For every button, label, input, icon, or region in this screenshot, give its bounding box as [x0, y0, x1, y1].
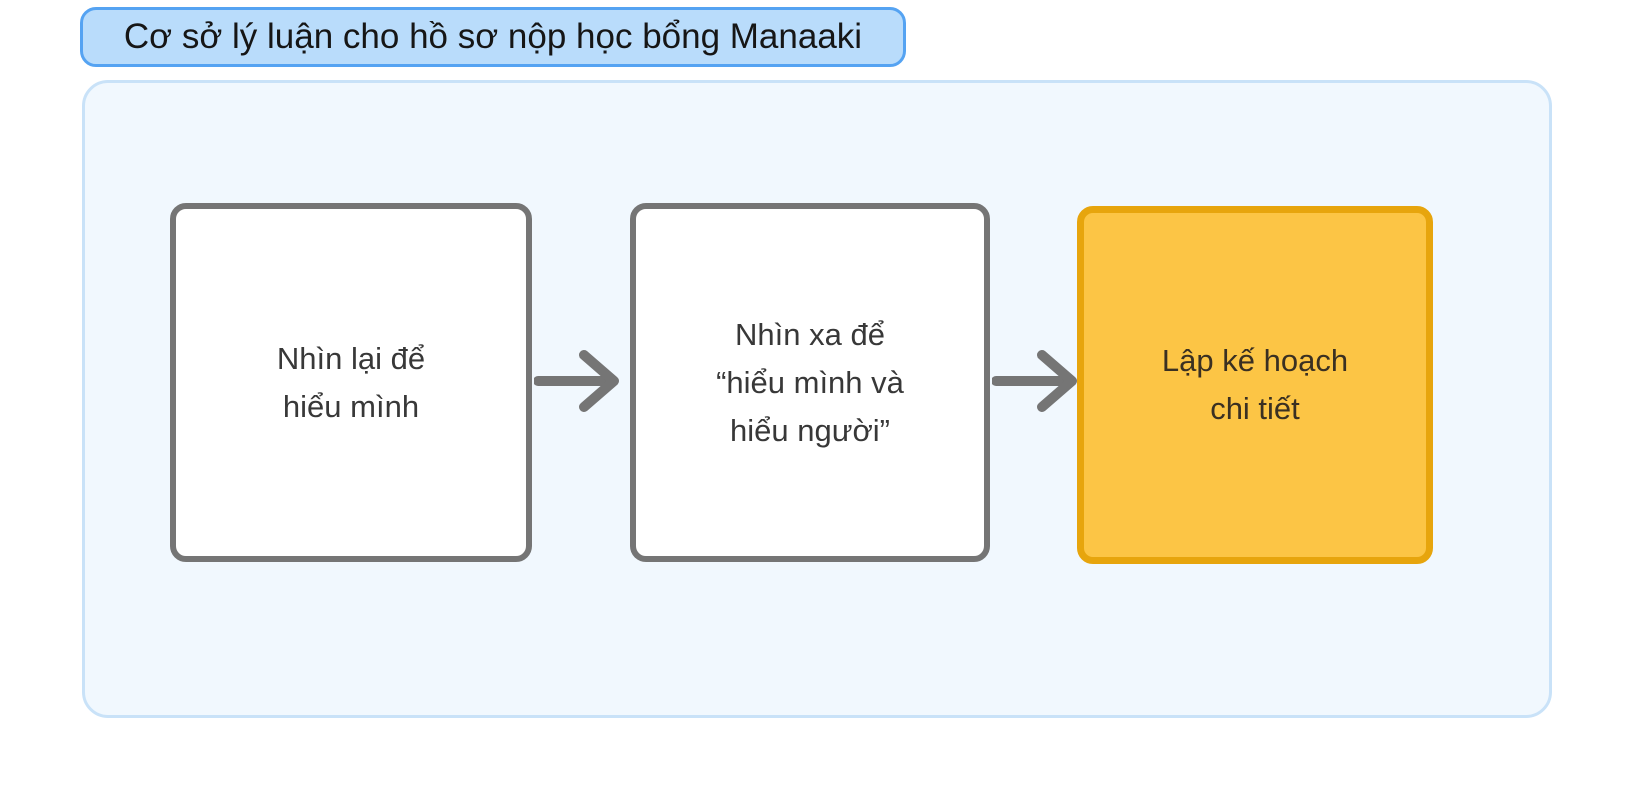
arrow-right-icon	[992, 346, 1078, 416]
title-badge: Cơ sở lý luận cho hồ sơ nộp học bổng Man…	[80, 7, 906, 67]
node-text-line: chi tiết	[1210, 391, 1300, 426]
node-text-line: “hiểu mình và	[716, 364, 904, 400]
flow-node-step-1: Nhìn lại để hiểu mình	[170, 203, 532, 562]
node-text: Lập kế hoạch chi tiết	[1162, 337, 1348, 433]
flow-node-step-2: Nhìn xa để “hiểu mình và hiểu người”	[630, 203, 990, 562]
node-text: Nhìn lại để hiểu mình	[277, 335, 425, 431]
page-title: Cơ sở lý luận cho hồ sơ nộp học bổng Man…	[123, 17, 863, 56]
node-text-line: Nhìn lại để	[276, 340, 426, 376]
node-text-line: Nhìn xa để	[735, 316, 885, 352]
node-text: Nhìn xa để “hiểu mình và hiểu người”	[716, 311, 904, 455]
node-text-line: hiểu mình	[282, 388, 420, 424]
flow-node-step-3-highlighted: Lập kế hoạch chi tiết	[1077, 206, 1433, 564]
node-text-line: Lập kế hoạch	[1161, 343, 1349, 378]
arrow-right-icon	[534, 346, 620, 416]
node-text-line: hiểu người”	[729, 412, 890, 448]
